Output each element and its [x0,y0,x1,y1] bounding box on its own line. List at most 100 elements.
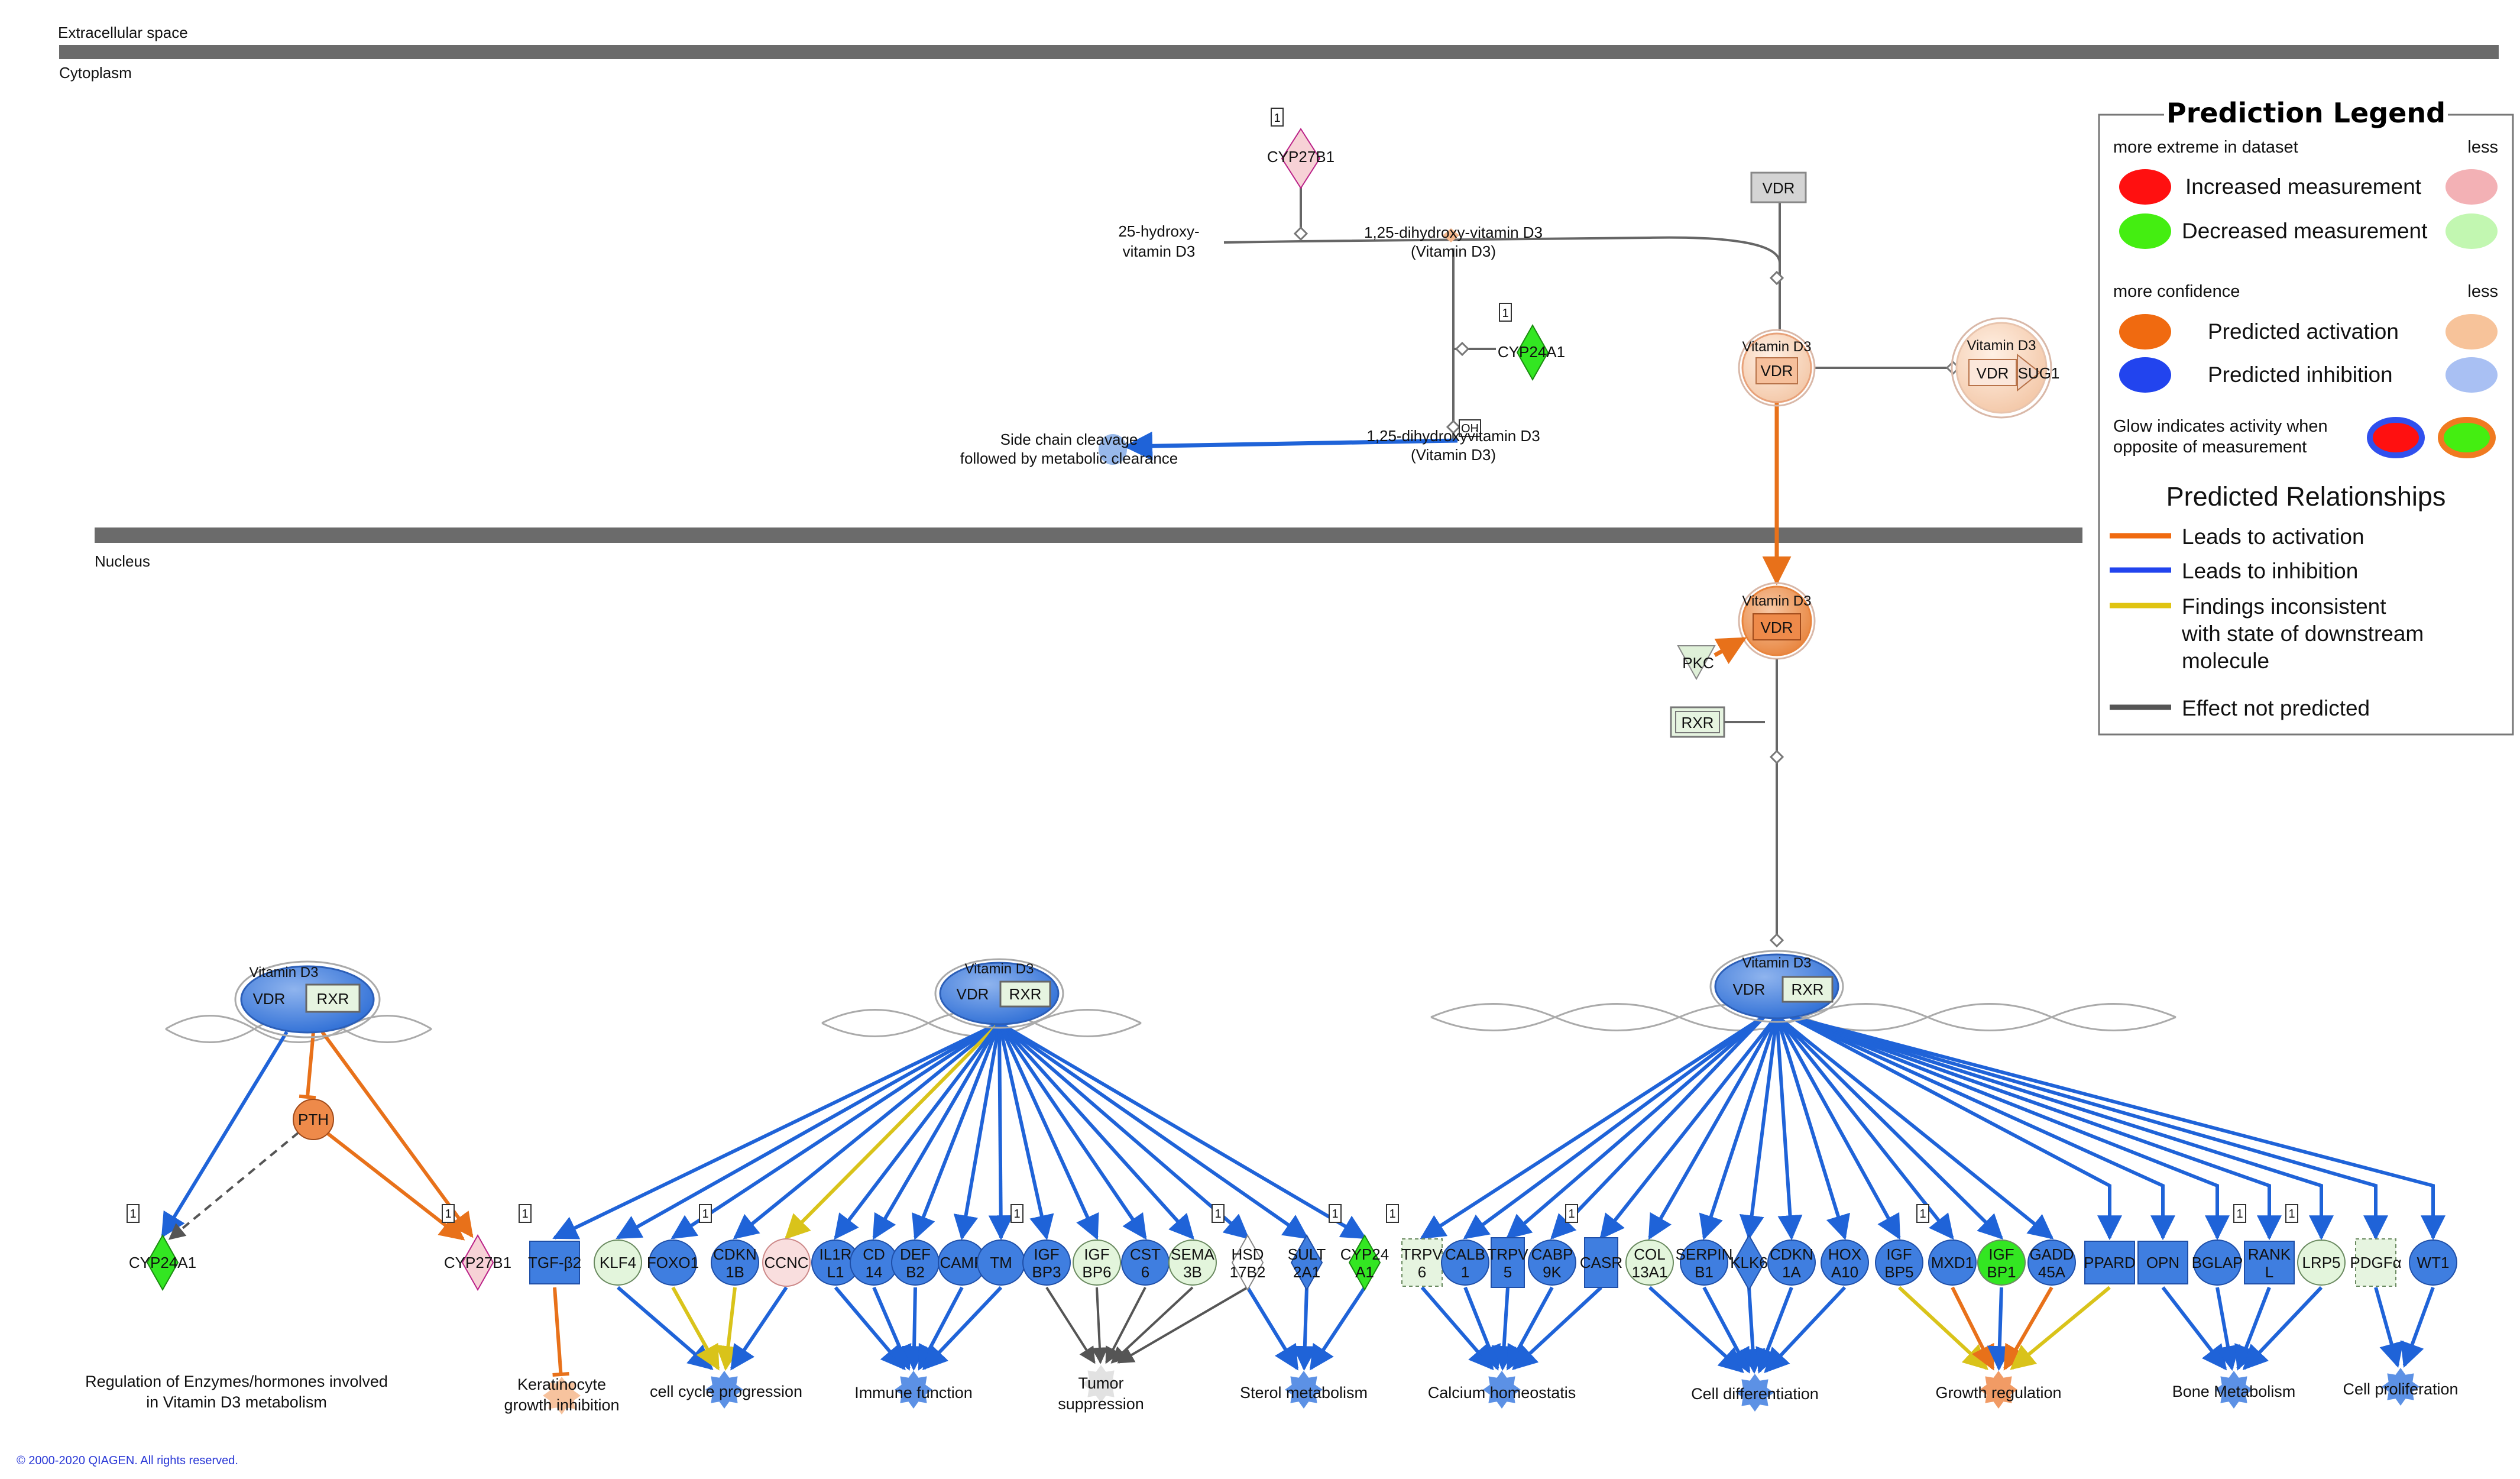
pdgfa-node[interactable]: PDGFα [2350,1238,2402,1287]
prolif-process-icon[interactable] [2382,1368,2419,1406]
ppard-node[interactable]: PPARD [2084,1241,2136,1284]
igfbp5-label: IGF [1886,1245,1912,1263]
pdgfa-label: PDGFα [2350,1254,2401,1271]
igfbp6-label: BP6 [1082,1263,1111,1281]
rxr-node[interactable] [1670,706,1725,738]
hsd17b2-label: 17B2 [1230,1263,1266,1281]
sterol-process-icon[interactable] [1285,1371,1323,1409]
cyp24a1-top-node[interactable] [1516,323,1549,381]
cyp27b1-node[interactable] [1281,128,1321,189]
decreased-less-swatch [2445,213,2498,249]
proliferation-label: Cell proliferation [2343,1380,2458,1398]
klk6-node[interactable]: KLK6 [1730,1234,1768,1292]
cytoplasm-label: Cytoplasm [59,64,132,82]
vdr-rxr-complex-1[interactable]: RXR VDR Vitamin D3 [234,960,381,1038]
rxr-label: RXR [1792,980,1824,998]
calcium-process-icon[interactable] [1483,1371,1521,1409]
cytoplasm-pathway: 1 CYP27B1 25-hydroxy- vitamin D3 1,25-di… [960,108,2059,585]
bone-process-icon[interactable] [2215,1371,2253,1409]
cyp24a1-right-label: A1 [1355,1263,1374,1281]
cycle-process-icon[interactable] [705,1371,743,1409]
bglap-node[interactable]: BGLAP [2192,1239,2243,1286]
rankl-label: RANK [2248,1245,2291,1263]
tm-node[interactable]: TM [977,1239,1025,1286]
vdr-rxr-complex-2[interactable]: RXR VDR Vitamin D3 [934,958,1064,1029]
pth-node[interactable] [293,1099,334,1140]
ccnc-node[interactable]: CCNC [762,1238,811,1287]
immune-process-icon[interactable] [895,1371,932,1409]
calb1-label: CALB [1445,1245,1485,1263]
camp-node[interactable]: CAMP [938,1239,986,1286]
foxo1-node[interactable]: FOXO1 [647,1239,699,1286]
vdr-cyto-node[interactable] [1750,171,1807,203]
sterol-label: Sterol metabolism [1240,1384,1368,1402]
prediction-legend: Prediction Legend more extreme in datase… [2098,97,2514,736]
tumor-process-icon[interactable] [1082,1365,1120,1403]
vdr-label: VDR [957,985,989,1003]
legend-not-pred: Effect not predicted [2182,696,2370,720]
opn-node[interactable]: OPN [2137,1241,2188,1284]
calb1-label: 1 [1461,1263,1469,1281]
legend-decreased: Decreased measurement [2182,219,2428,243]
igfbp5-label: BP5 [1884,1263,1913,1281]
count-badge: 1 [1274,112,1280,125]
tumor-label-2: suppression [1058,1395,1144,1413]
cdkn1a-label: CDKN [1770,1245,1813,1263]
oh-badge: OH [1461,422,1479,435]
trpv6-label: TRPV [1401,1245,1443,1263]
cdkn1b-label: 1B [725,1263,744,1281]
diff-process-icon[interactable] [1736,1374,1774,1412]
pkc-node[interactable] [1677,645,1716,681]
kerat-process-icon[interactable] [543,1377,581,1415]
keratinocyte-label: Keratinocyte [517,1376,606,1393]
cd14-label: CD [863,1245,885,1263]
nuclear-membrane [95,527,2082,543]
vdr-cyto-label: VDR [1763,179,1795,197]
dihydroxy2-label: 1,25-dihydroxyvitamin D3 [1366,427,1540,445]
rxr-label: RXR [1009,985,1042,1003]
legend-inconsistent-2: with state of downstream [2181,622,2424,646]
vdr-label: VDR [1761,619,1793,636]
growth-process-icon[interactable] [1980,1371,2017,1409]
count-badge: 1 [1568,1208,1575,1221]
vitd3-label: Vitamin D3 [1742,955,1812,971]
activation-less-swatch [2445,314,2498,349]
vitd3-label: Vitamin D3 [965,961,1034,977]
igfbp3-label: BP3 [1032,1263,1061,1281]
sema3b-label: 3B [1183,1263,1202,1281]
klf4-node[interactable]: KLF4 [594,1239,642,1286]
wt1-node[interactable]: WT1 [2409,1239,2457,1286]
vdr-rxr-complex-3[interactable]: RXR VDR Vitamin D3 [1709,950,1844,1023]
